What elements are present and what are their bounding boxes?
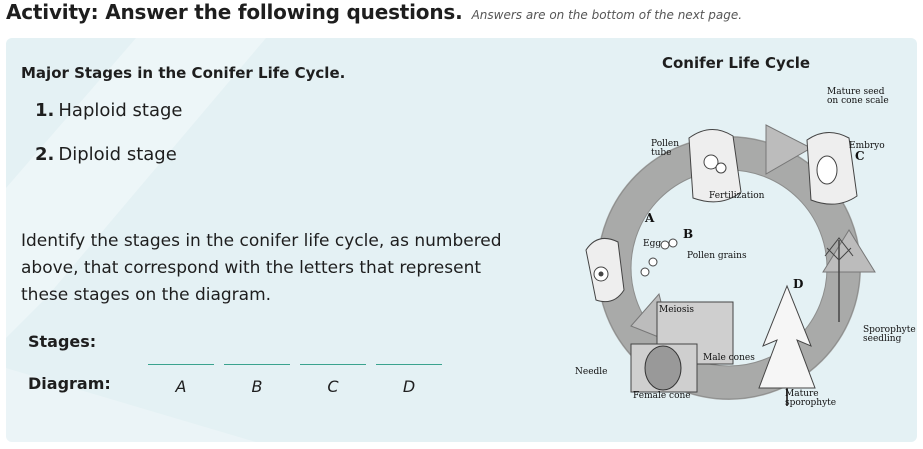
letter-a-marker: A: [644, 211, 655, 225]
label-tube: tube: [651, 148, 672, 158]
sporophyte-seedling: [824, 237, 854, 322]
label-pollen-grains: Pollen grains: [687, 251, 747, 261]
diagram-letter-d: D: [402, 377, 416, 396]
stage-label: Haploid stage: [58, 100, 183, 121]
stage-number: 2.: [35, 144, 55, 165]
pollen-grains-figure: [640, 238, 678, 277]
fertilization-figure: [688, 129, 742, 203]
label-sporophyte-top: Sporophyte: [863, 325, 916, 335]
activity-panel: Major Stages in the Conifer Life Cycle. …: [6, 38, 917, 442]
label-embryo: Embryo: [849, 141, 885, 151]
diagram-title: Conifer Life Cycle: [661, 54, 811, 72]
stage-number: 1.: [35, 100, 55, 121]
diagram-letter-b: B: [251, 377, 263, 396]
watermark-stripes: [6, 38, 266, 442]
diagram-letter-a: A: [175, 377, 187, 396]
answer-blank-b[interactable]: [224, 364, 290, 365]
answer-blank-d[interactable]: [376, 364, 442, 365]
question-text: Identify the stages in the conifer life …: [21, 231, 502, 305]
stage-item-diploid: 2.Diploid stage: [35, 144, 177, 165]
diagram-row-label: Diagram:: [28, 374, 111, 393]
label-male-cones: Male cones: [703, 353, 755, 363]
label-on-cone-scale: on cone scale: [827, 96, 889, 106]
cycle-arrowhead-top: [765, 124, 813, 175]
label-meiosis: Meiosis: [659, 305, 694, 315]
answers-note: Answers are on the bottom of the next pa…: [471, 8, 743, 22]
mature-sporophyte-tree: [758, 284, 816, 406]
answer-blank-c[interactable]: [300, 364, 366, 365]
diagram-letter-c: C: [327, 377, 339, 396]
letter-b-marker: B: [683, 227, 693, 241]
label-pollen: Pollen: [651, 139, 679, 149]
label-mature-seed: Mature seed: [827, 87, 885, 97]
stages-row-label: Stages:: [28, 332, 97, 351]
activity-header: Activity: Answer the following questions…: [6, 0, 916, 32]
answer-blank-a[interactable]: [148, 364, 214, 365]
letter-d-marker: D: [793, 277, 803, 291]
conifer-life-cycle-diagram: Conifer Life Cycle: [561, 50, 916, 440]
label-seedling: seedling: [863, 334, 902, 344]
stages-title: Major Stages in the Conifer Life Cycle.: [21, 64, 346, 82]
stage-item-haploid: 1.Haploid stage: [35, 100, 183, 121]
label-mature: Mature: [785, 389, 819, 399]
letter-c-marker: C: [855, 149, 865, 163]
label-egg: Egg: [643, 239, 661, 249]
mature-seed-figure: [806, 132, 858, 205]
life-cycle-illustration: Mature seed on cone scale Embryo Pollen …: [575, 87, 916, 408]
label-female-cone: Female cone: [633, 391, 691, 401]
activity-title: Activity: Answer the following questions…: [6, 0, 463, 24]
egg-ovule-figure: [585, 237, 625, 303]
label-fertilization: Fertilization: [709, 191, 765, 201]
stage-label: Diploid stage: [58, 144, 177, 165]
label-needle: Needle: [575, 367, 608, 377]
label-sporophyte: sporophyte: [785, 398, 836, 408]
